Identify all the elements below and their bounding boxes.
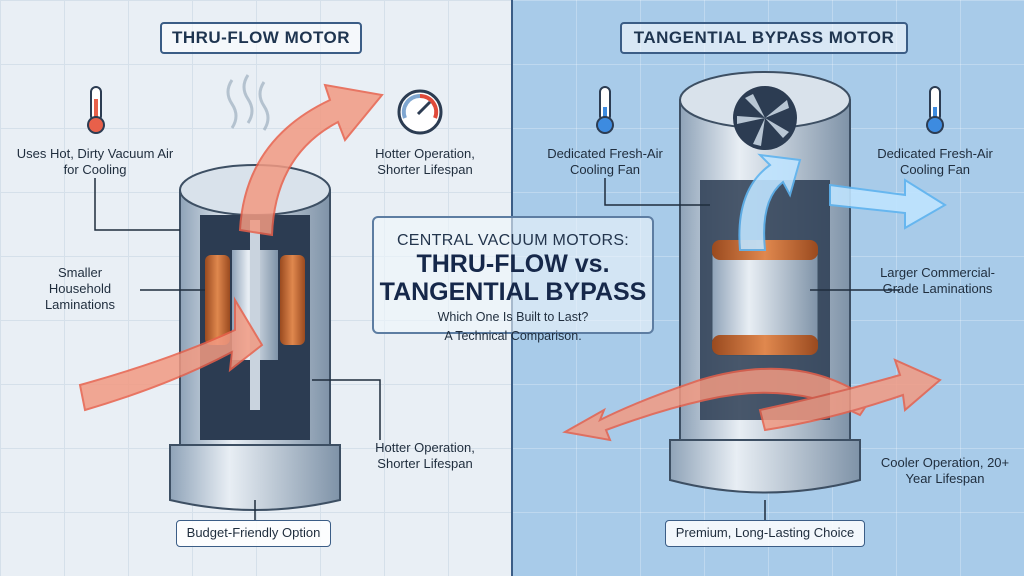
center-subtitle-1: Which One Is Built to Last? [437,310,589,324]
label-larger-laminations: Larger Commercial-Grade Laminations [880,265,995,296]
tangential-bypass-title: TANGENTIAL BYPASS MOTOR [620,22,908,54]
thermometer-cool-icon [596,86,614,134]
label-hot-air-cooling: Uses Hot, Dirty Vacuum Air for Cooling [16,146,174,177]
leader-lines [94,178,900,520]
thru-flow-title: THRU-FLOW MOTOR [160,22,362,54]
label-hotter-operation-top: Hotter Operation, Shorter Lifespan [375,146,475,177]
center-overline: CENTRAL VACUUM MOTORS: [396,232,630,249]
label-hotter-operation-bottom: Hotter Operation, Shorter Lifespan [375,440,475,471]
label-fresh-air-fan-right: Dedicated Fresh-Air Cooling Fan [877,146,993,177]
cool-air-flow-arrows [738,153,947,251]
label-cooler-operation: Cooler Operation, 20+ Year Lifespan [880,455,1010,486]
exhaust-air-arrows [562,358,942,442]
premium-choice-badge: Premium, Long-Lasting Choice [665,520,865,547]
thermometer-hot-icon [87,86,105,134]
thermometer-cool-icon [926,86,944,134]
budget-friendly-badge: Budget-Friendly Option [176,520,331,547]
gauge-high-icon [397,89,443,135]
center-subtitle-2: A Technical Comparison. [444,329,582,343]
hot-air-flow-arrows [78,83,384,412]
center-title-box: CENTRAL VACUUM MOTORS: THRU-FLOW vs. TAN… [372,216,654,343]
center-headline-1: THRU-FLOW vs. [416,250,610,278]
label-smaller-laminations: Smaller Household Laminations [44,265,116,312]
center-headline-2: TANGENTIAL BYPASS [379,278,647,306]
cooling-fan-icon [737,94,789,146]
label-fresh-air-fan-left: Dedicated Fresh-Air Cooling Fan [547,146,663,177]
steam-wisps [226,74,270,131]
